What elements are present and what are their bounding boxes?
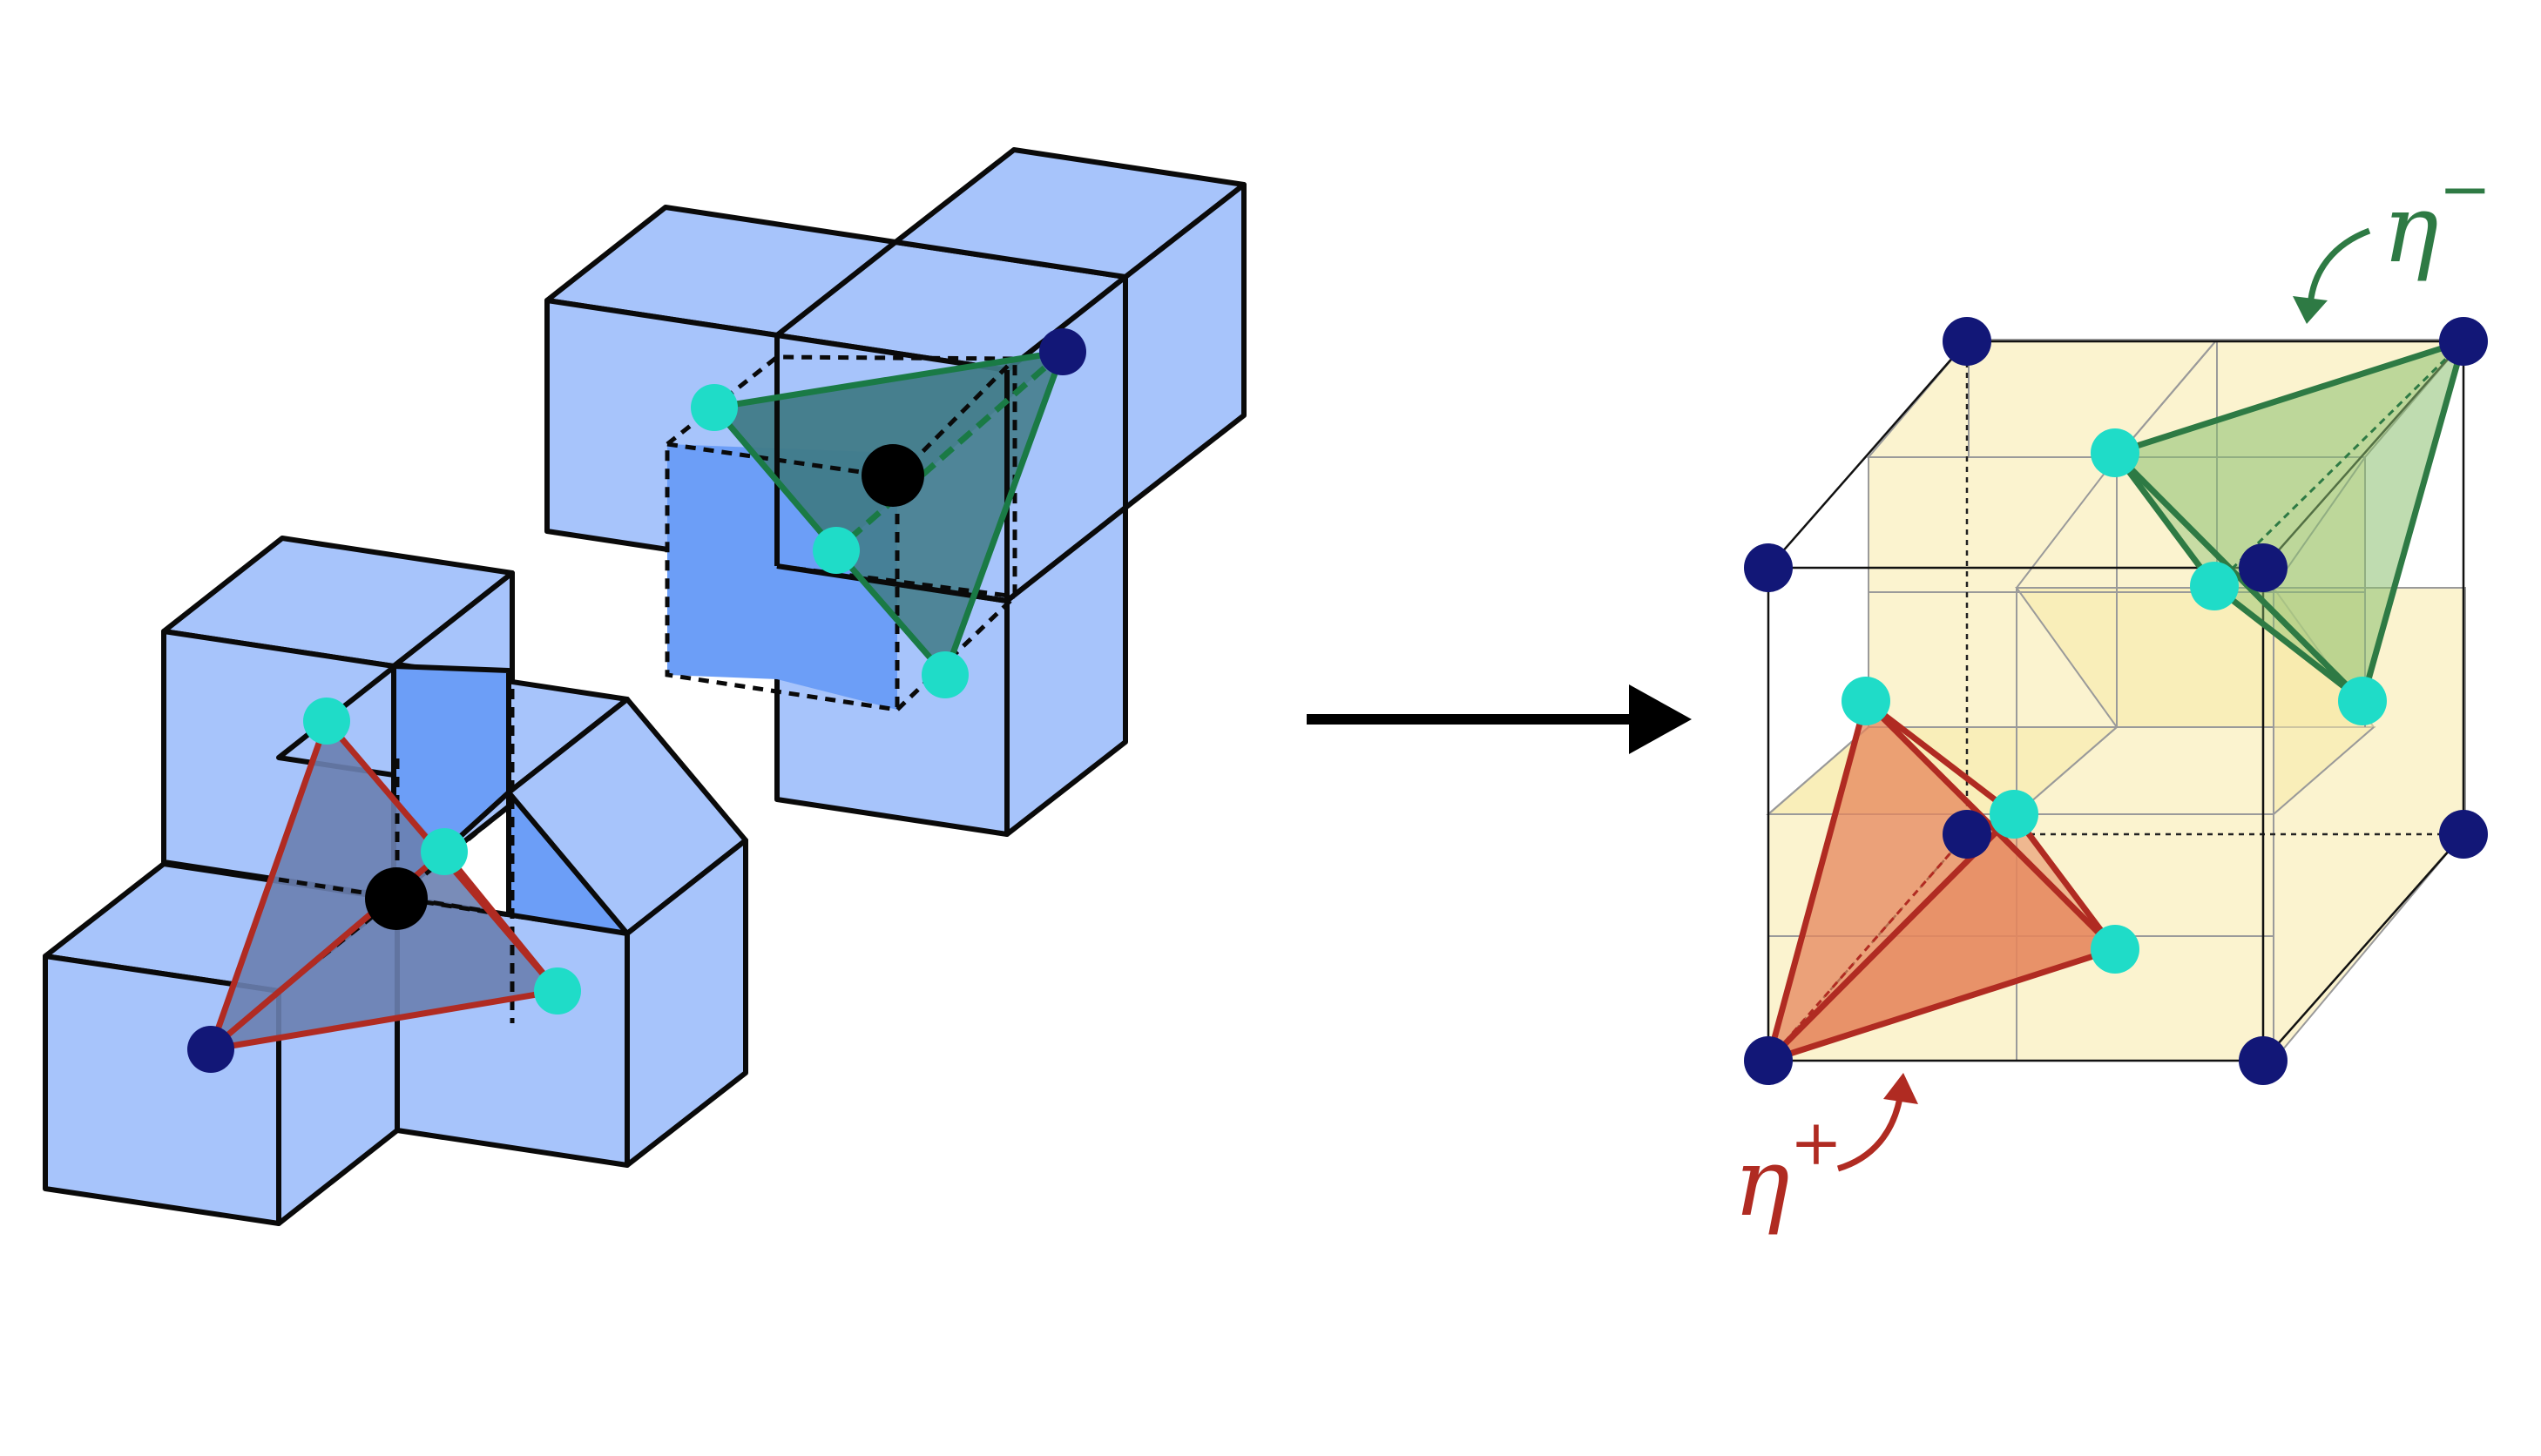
eta-plus-symbol: η [1733, 1129, 1790, 1237]
cyan-vertex [2338, 677, 2387, 725]
dark-vertex [1039, 328, 1086, 375]
cyan-vertices [1842, 428, 2387, 974]
cyan-vertex [1842, 677, 1890, 725]
center-vertex [862, 444, 924, 507]
cyan-vertex [2190, 562, 2239, 610]
hidden-cube-face [667, 444, 777, 679]
cyan-vertex [534, 967, 581, 1014]
cyan-vertex [1990, 790, 2038, 839]
dark-vertex [1744, 543, 1793, 592]
lower-cube-cluster [43, 536, 748, 1226]
red-tetra-edges-left [207, 718, 560, 1053]
cyan-vertex [421, 828, 468, 875]
eta-minus-sup: − [2439, 152, 2491, 226]
dark-vertex [1744, 1036, 1793, 1085]
eta-minus-label: η− [2382, 152, 2491, 284]
cyan-vertex [2091, 925, 2139, 974]
dark-vertex [1943, 810, 1991, 859]
dark-vertex [2439, 810, 2488, 859]
cyan-vertex [303, 698, 350, 745]
dark-vertex [2239, 543, 2288, 592]
red-tetra-face [1768, 814, 2115, 1061]
curved-arrow-icon [1836, 1073, 1918, 1172]
vertices-upper [691, 328, 1086, 698]
inner-lines-upper [774, 335, 1010, 603]
lattice-cube [1744, 317, 2488, 1085]
cyan-vertex [922, 651, 969, 698]
corner-vertices [1744, 317, 2488, 1085]
red-tetrahedron-right [1765, 698, 2118, 1064]
right-arrow-icon [1307, 684, 1692, 754]
eta-minus-symbol: η [2382, 175, 2439, 284]
green-tetra-face [2115, 341, 2463, 701]
dark-vertex [1943, 317, 1991, 366]
eta-plus-label: η+ [1733, 1106, 1842, 1237]
vertices-lower [187, 698, 581, 1073]
cyan-vertex [813, 527, 860, 574]
center-vertex [365, 867, 428, 930]
dark-vertex [187, 1026, 234, 1073]
eta-plus-sup: + [1790, 1106, 1842, 1179]
cube-side-face [1123, 182, 1247, 510]
cyan-vertex [2091, 428, 2139, 477]
dark-vertex [2439, 317, 2488, 366]
curved-arrow-icon [2293, 227, 2371, 324]
cyan-vertex [691, 384, 738, 431]
dark-vertex [2239, 1036, 2288, 1085]
green-tetra-edges-left [712, 348, 1066, 677]
cube-side-face [1004, 505, 1128, 837]
green-tetrahedron-right [2112, 338, 2467, 704]
